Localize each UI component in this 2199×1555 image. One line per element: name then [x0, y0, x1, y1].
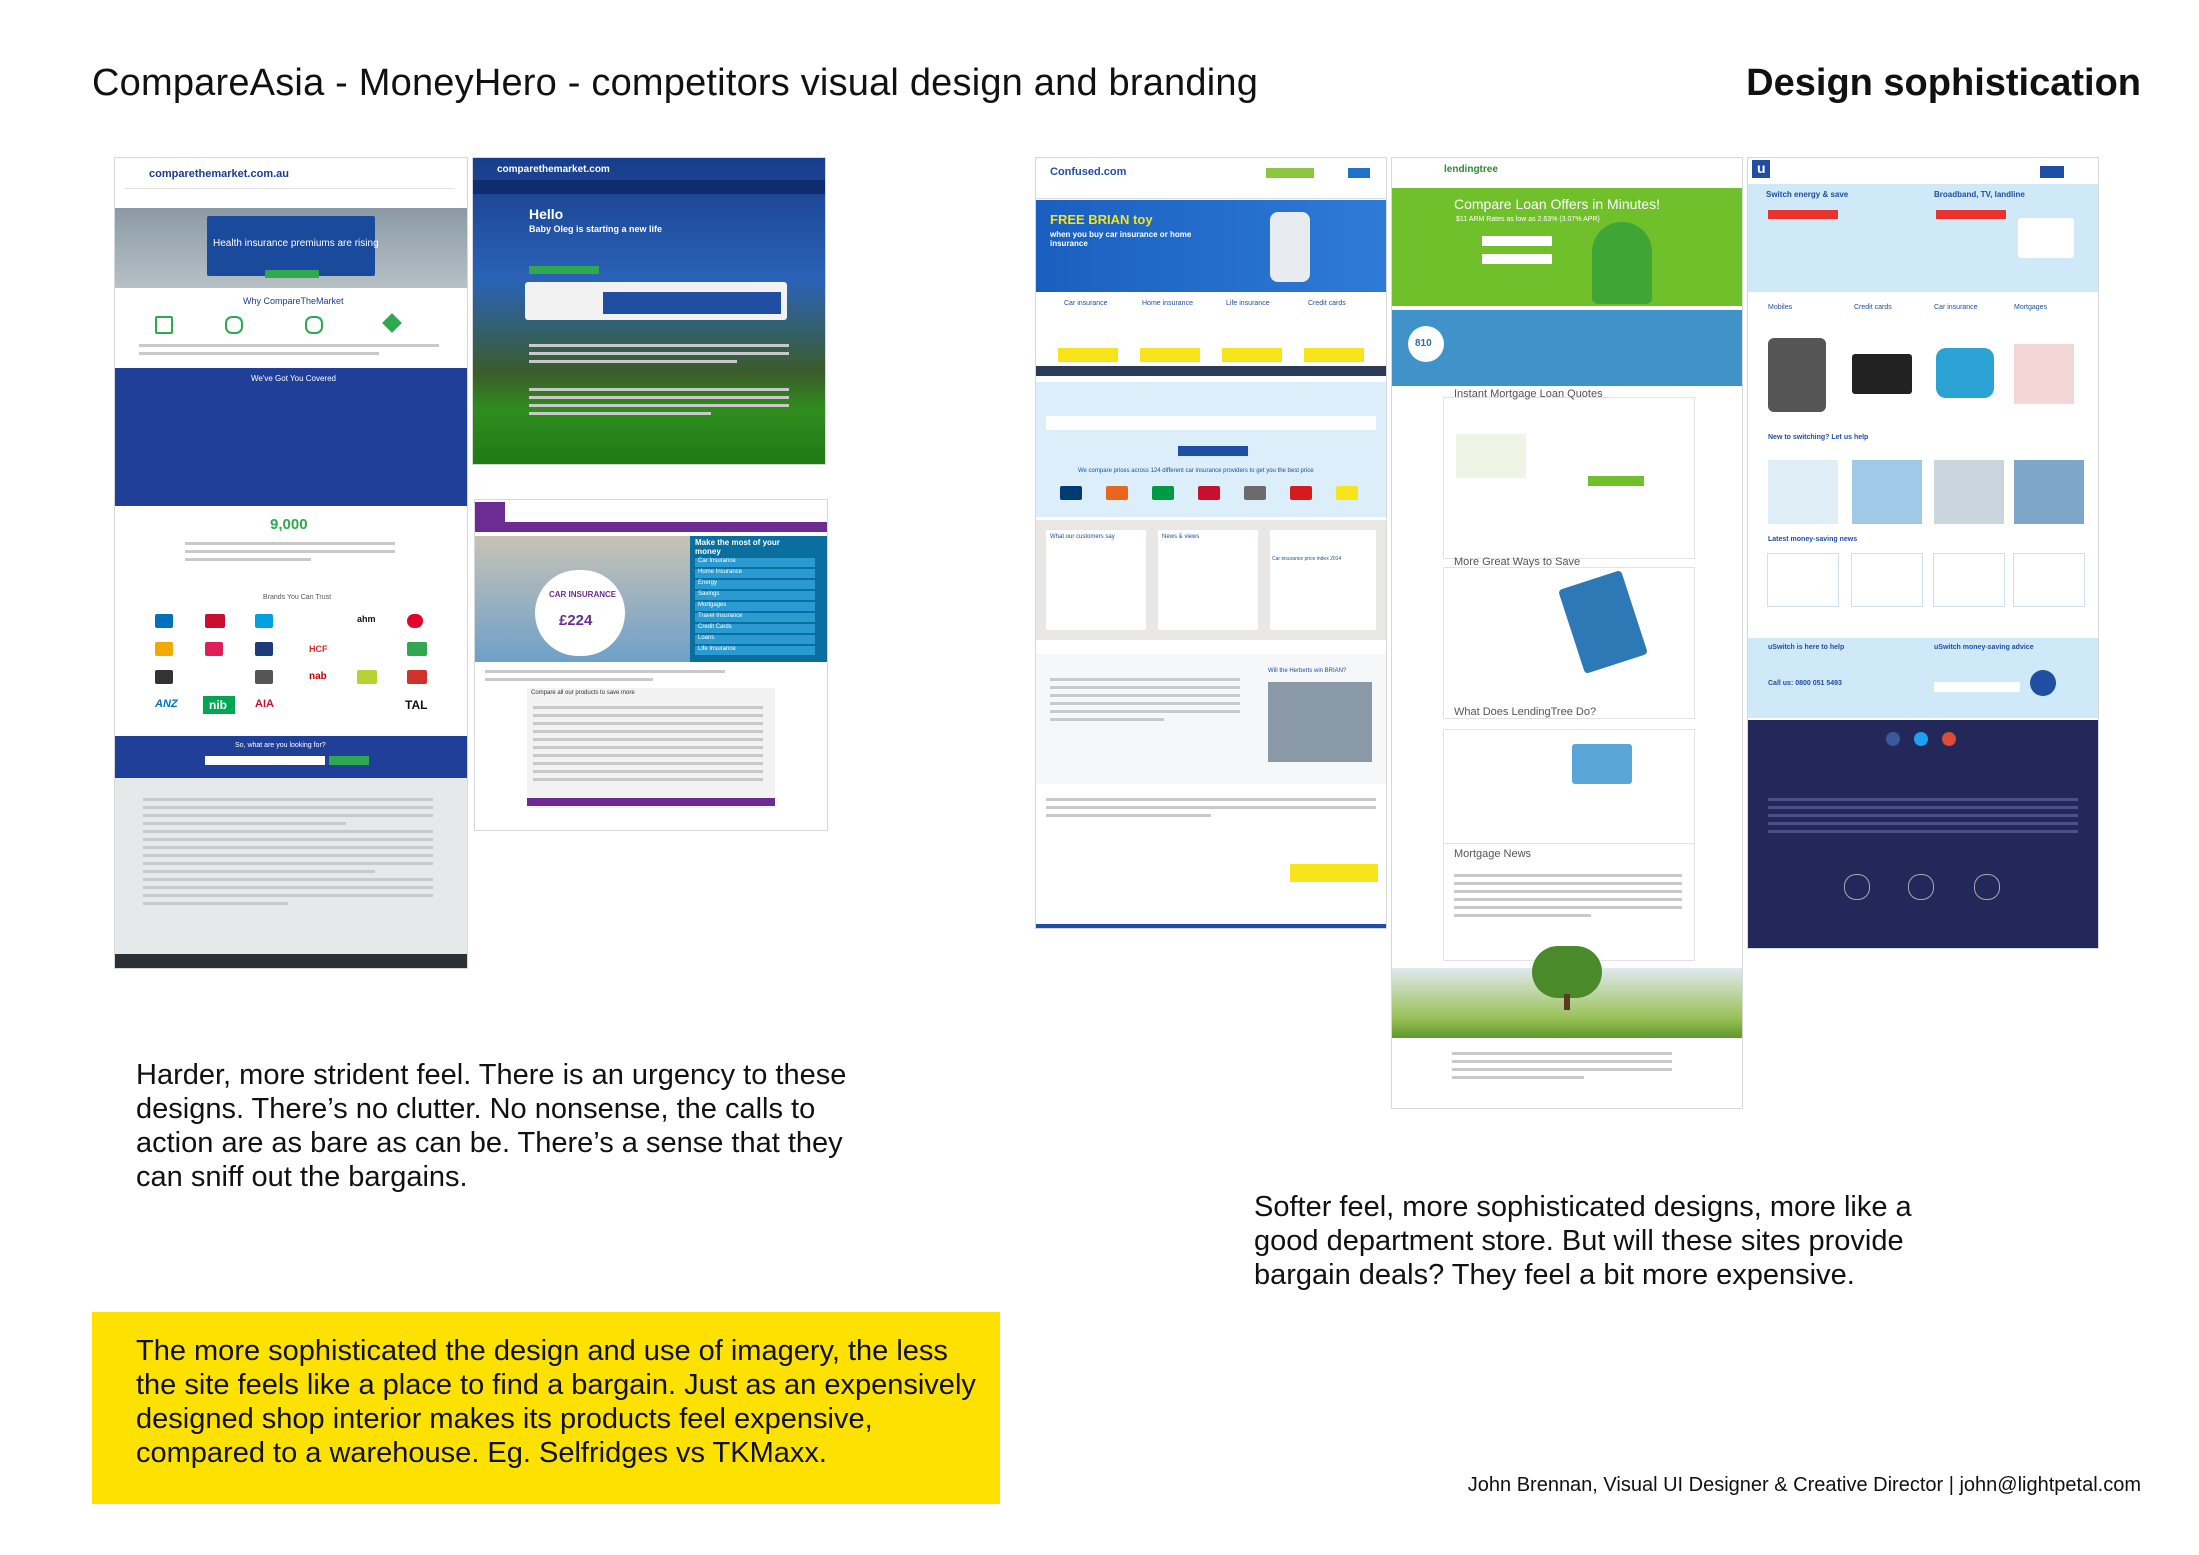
confused-news: News & views	[1162, 534, 1200, 540]
msm-menu-item: Credit Cards	[695, 624, 815, 633]
ctm-au-brand-ahm: ahm	[357, 614, 376, 624]
uswitch-phone: Call us: 0800 051 5493	[1768, 680, 1842, 687]
confused-product: Home insurance	[1142, 300, 1193, 307]
uswitch-advice: uSwitch money-saving advice	[1934, 644, 2034, 651]
uswitch-energy: Switch energy & save	[1766, 190, 1849, 199]
confused-hero-sub: when you buy car insurance or home insur…	[1050, 230, 1192, 248]
lendingtree-score: 810	[1415, 338, 1432, 349]
msm-menu-item: Car Insurance	[695, 558, 815, 567]
uswitch-help: uSwitch is here to help	[1768, 644, 1845, 651]
confused-product: Life insurance	[1226, 300, 1270, 307]
confused-products: Car insurance Home insurance Life insura…	[1036, 294, 1386, 364]
author-credit: John Brennan, Visual UI Designer & Creat…	[1467, 1474, 2141, 1496]
msm-logo: Money Super Market	[477, 502, 500, 523]
confused-logo: Confused.com	[1050, 166, 1127, 178]
lendingtree-news: Mortgage News	[1454, 848, 1532, 860]
msm-compare: Compare all our products to save more	[531, 690, 635, 696]
lendingtree-logo: lendingtree	[1444, 164, 1498, 175]
msm-menu-item: Travel Insurance	[695, 613, 815, 622]
confused-price-index: Car insurance price index 2014	[1272, 556, 1342, 562]
lendingtree-what: What Does LendingTree Do?	[1454, 706, 1597, 718]
ctm-au-search: So, what are you looking for?	[235, 742, 326, 749]
left-note: Harder, more strident feel. There is an …	[136, 1059, 847, 1193]
msm-menu: Car Insurance Home Insurance Energy Savi…	[695, 558, 815, 657]
lendingtree-hero: Compare Loan Offers in Minutes!	[1454, 196, 1660, 212]
confused-product: Car insurance	[1064, 300, 1108, 307]
callout-box: The more sophisticated the design and us…	[92, 1312, 1000, 1504]
confused-herbert: Will the Herberts win BRIAN?	[1268, 668, 1347, 674]
screenshot-comparethemarket-au: comparethemarket.com.au Health insurance…	[115, 158, 467, 968]
ctm-au-covered: We've Got You Covered	[251, 374, 336, 383]
uswitch-news: Latest money-saving news	[1768, 536, 1858, 543]
msm-menu-item: Mortgages	[695, 602, 815, 611]
section-heading: Design sophistication	[1746, 62, 2141, 104]
lendingtree-save: More Great Ways to Save	[1454, 556, 1581, 568]
msm-menu-item: Life Insurance	[695, 646, 815, 655]
ctm-uk-sub: Baby Oleg is starting a new life	[529, 224, 663, 234]
uswitch-logo: u	[1757, 160, 1766, 176]
msm-menu-item: Home Insurance	[695, 569, 815, 578]
uswitch-cat: Credit cards	[1854, 304, 1892, 311]
uswitch-switching: New to switching? Let us help	[1768, 434, 1869, 441]
ctm-au-brand-aia: AIA	[255, 698, 274, 710]
confused-partners: We compare prices across 124 different c…	[1078, 468, 1314, 474]
msm-menu-item: Savings	[695, 591, 815, 600]
ctm-au-count: 9,000	[270, 516, 308, 533]
ctm-uk-logo: comparethemarket.com	[497, 164, 610, 175]
confused-hero: FREE BRIAN toy	[1050, 212, 1153, 227]
ctm-au-brand-hcf: HCF	[309, 644, 328, 654]
confused-customers: What our customers say	[1050, 534, 1115, 540]
uswitch-cat: Mobiles	[1768, 304, 1793, 311]
msm-menu-item: Energy	[695, 580, 815, 589]
screenshot-comparethemarket-uk: comparethemarket.com Hello Baby Oleg is …	[473, 158, 825, 464]
ctm-au-hero: Health insurance premiums are rising	[213, 238, 379, 249]
page-title: CompareAsia - MoneyHero - competitors vi…	[92, 62, 1259, 104]
screenshot-moneysupermarket: Money Super Market CAR INSURANCE £224 Ma…	[475, 500, 827, 830]
uswitch-cat: Mortgages	[2014, 304, 2048, 311]
lendingtree-mortgage: Instant Mortgage Loan Quotes	[1454, 388, 1603, 400]
screenshot-lendingtree: lendingtree Compare Loan Offers in Minut…	[1392, 158, 1742, 1108]
msm-promo: CAR INSURANCE	[549, 590, 617, 599]
msm-price: £224	[559, 612, 593, 629]
uswitch-broadband: Broadband, TV, landline	[1934, 190, 2025, 199]
msm-menu-item: Loans	[695, 635, 815, 644]
screenshot-confused: Confused.com FREE BRIAN toy when you buy…	[1036, 158, 1386, 928]
msm-panel: Make the most of your money	[695, 538, 780, 556]
ctm-au-logo: comparethemarket.com.au	[149, 168, 289, 180]
screenshot-uswitch: u Switch energy & save Broadband, TV, la…	[1748, 158, 2098, 948]
ctm-au-brand-nab: nab	[309, 671, 327, 682]
ctm-uk-hello: Hello	[529, 206, 564, 222]
ctm-au-brand-nib: nib	[209, 698, 227, 712]
right-note: Softer feel, more sophisticated designs,…	[1254, 1191, 1912, 1291]
ctm-au-why: Why CompareTheMarket	[243, 296, 344, 306]
uswitch-cat: Car insurance	[1934, 304, 1978, 311]
callout-text: The more sophisticated the design and us…	[136, 1335, 976, 1469]
ctm-au-brand-anz: ANZ	[155, 698, 178, 710]
ctm-au-brand-tal: TAL	[405, 698, 428, 712]
ctm-au-brands: Brands You Can Trust	[263, 594, 332, 601]
lendingtree-rates: $11 ARM Rates as low as 2.63% (3.07% APR…	[1456, 216, 1600, 223]
confused-product: Credit cards	[1308, 300, 1346, 307]
